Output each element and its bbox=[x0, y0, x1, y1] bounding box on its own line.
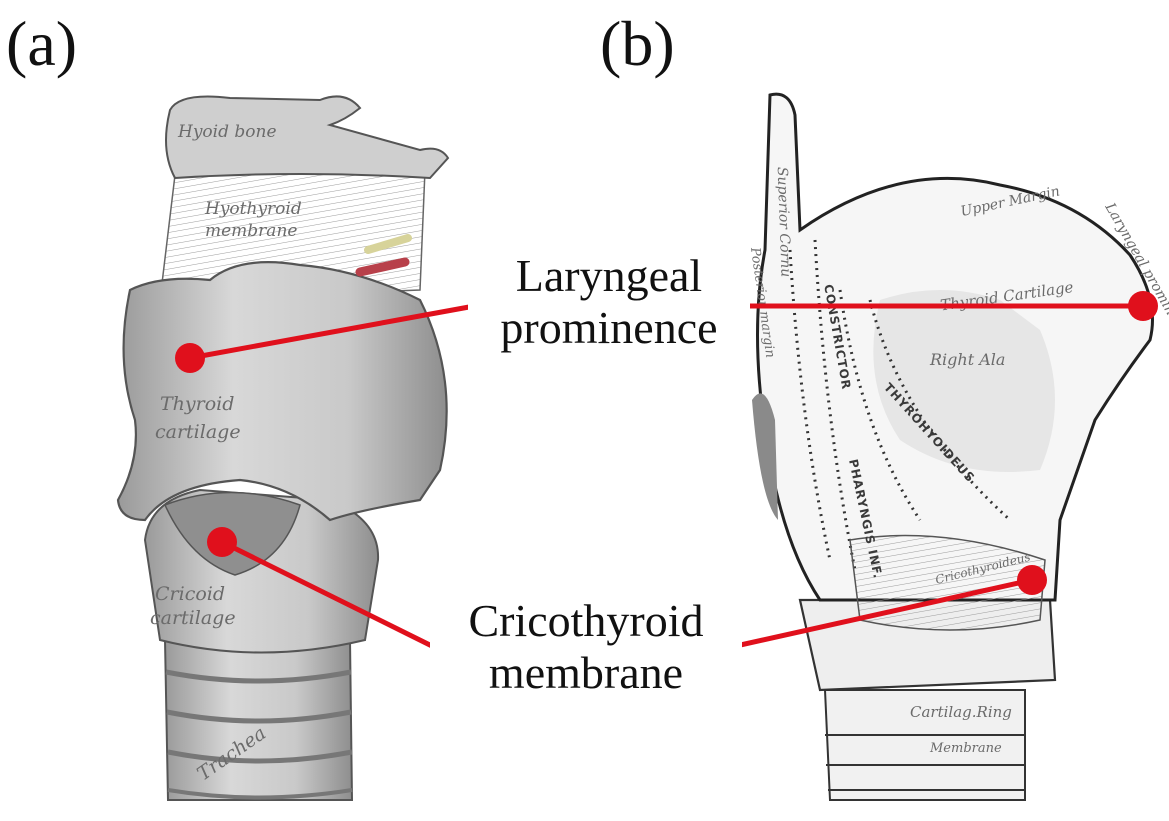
panel-a-larynx: Hyoid bone Hyothyroid membrane Thyroid c… bbox=[118, 96, 448, 800]
panel-b-label: (b) bbox=[600, 12, 675, 76]
cricothyroid-membrane-callout: Cricothyroid membrane bbox=[430, 595, 742, 699]
cricothyroid-marker-b bbox=[1017, 565, 1047, 595]
hyoid-bone-label: Hyoid bone bbox=[177, 122, 277, 142]
cricoid-label-2: cartilage bbox=[150, 607, 236, 629]
panel-b-larynx: Superior Cornu Upper Margin Laryngeal pr… bbox=[747, 94, 1169, 800]
thyroid-label-1: Thyroid bbox=[160, 393, 234, 415]
hyothyroid-label-1: Hyothyroid bbox=[204, 199, 302, 219]
thyroid-cartilage bbox=[118, 262, 447, 520]
hyothyroid-label-2: membrane bbox=[205, 221, 297, 241]
cricothyroid-marker-a bbox=[207, 527, 237, 557]
laryngeal-prominence-callout: Laryngeal prominence bbox=[468, 250, 750, 354]
cartilag-ring-label: Cartilag.Ring bbox=[910, 703, 1012, 721]
panel-a-label: (a) bbox=[6, 12, 77, 76]
membrane-b-label: Membrane bbox=[929, 741, 1002, 756]
laryngeal-callout-line1: Laryngeal bbox=[474, 250, 744, 302]
thyroid-label-2: cartilage bbox=[155, 421, 241, 443]
laryngeal-callout-line2: prominence bbox=[474, 302, 744, 354]
cricothyroid-callout-line1: Cricothyroid bbox=[436, 595, 736, 647]
laryngeal-marker-a bbox=[175, 343, 205, 373]
right-ala-label: Right Ala bbox=[929, 350, 1005, 369]
laryngeal-marker-b bbox=[1128, 291, 1158, 321]
trachea bbox=[165, 640, 352, 800]
cricothyroid-callout-line2: membrane bbox=[436, 647, 736, 699]
cricoid-label-1: Cricoid bbox=[155, 583, 225, 605]
